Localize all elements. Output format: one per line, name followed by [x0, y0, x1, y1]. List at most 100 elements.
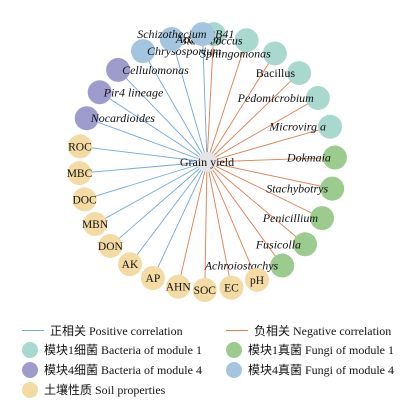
edge-blastococcus [206, 40, 247, 163]
label-ak: AK [122, 259, 139, 271]
label-ec: EC [224, 283, 239, 295]
legend-bacteria-module1-label: 模块1细菌 Bacteria of module 1 [44, 343, 202, 357]
label-pir4: Pir4 lineage [103, 85, 164, 99]
fungi-module1-swatch [226, 341, 242, 358]
node-ph [245, 267, 270, 292]
label-chrysosporium: Chrysosporium [147, 44, 221, 58]
legend-fungi-module1: 模块1真菌 Fungi of module 1 [226, 341, 394, 358]
edge-penicillium [206, 161, 323, 219]
legend-fungi-module1-label: 模块1真菌 Fungi of module 1 [248, 343, 394, 357]
node-ap [140, 266, 165, 291]
node-schizothecium [190, 22, 215, 47]
label-bacillus: Bacillus [256, 66, 296, 80]
label-stachybotrys: Stachybotrys [266, 182, 328, 196]
edge-nocardioides [86, 117, 208, 163]
label-penicillium: Penicillium [262, 211, 319, 225]
edge-sphingomonas [206, 53, 276, 163]
edge-pedomicrobium [206, 97, 319, 163]
label-fusicolla: Fusicolla [255, 237, 301, 251]
edge-schizothecium [202, 34, 208, 163]
positive-line-swatch [22, 330, 44, 331]
legend-negative-label: 负相关 Negative correlation [254, 324, 392, 338]
label-pedomicrobium: Pedomicrobium [237, 91, 315, 105]
node-fusicolla [293, 232, 318, 257]
soil-properties-swatch [22, 381, 38, 398]
node-ak [117, 252, 142, 277]
label-cellulomonas: Cellulomonas [122, 63, 189, 77]
label-ap: AP [146, 273, 161, 285]
legend-soil-properties-label: 土壤性质 Soil properties [44, 383, 166, 397]
edge-ph [206, 161, 258, 281]
label-mbc: MBC [67, 168, 93, 180]
label-schizothecium: Schizothecium [137, 27, 207, 41]
edge-roc [79, 145, 208, 163]
node-layer: RB41BlastococcusSphingomonasBacillusPedo… [67, 22, 347, 302]
edge-fusicolla [206, 161, 306, 245]
edge-mbn [94, 161, 208, 225]
correlation-network: RB41BlastococcusSphingomonasBacillusPedo… [67, 22, 347, 302]
legend-bacteria-module1: 模块1细菌 Bacteria of module 1 [22, 341, 202, 358]
bacteria-module1-swatch [22, 341, 38, 358]
edge-chrysosporium [142, 50, 208, 163]
label-ahn: AHN [166, 282, 192, 294]
label-soc: SOC [194, 285, 217, 297]
center-node [197, 152, 217, 172]
legend: 正相关 Positive correlation 负相关 Negative co… [0, 318, 415, 404]
node-ahn [166, 274, 191, 299]
label-achroiostachys: Achroiostachys [204, 259, 279, 273]
edge-pir4 [99, 91, 208, 163]
edge-doc [84, 161, 208, 200]
bacteria-module4-swatch [22, 361, 38, 378]
node-cellulomonas [106, 57, 131, 82]
node-mbc [67, 161, 92, 186]
edge-don [110, 161, 208, 247]
node-microvirga [318, 114, 343, 139]
node-pir4 [87, 80, 112, 105]
edge-microvirga [206, 126, 331, 163]
edge-dokmaia [206, 157, 335, 163]
legend-positive: 正相关 Positive correlation [22, 322, 183, 339]
legend-bacteria-module4-label: 模块4细菌 Bacteria of module 4 [44, 363, 202, 377]
label-doc: DOC [72, 194, 97, 206]
node-acaulium [159, 26, 184, 51]
label-sphingomonas: Sphingomonas [200, 46, 271, 60]
negative-line-swatch [226, 330, 248, 331]
legend-fungi-module4-label: 模块4真菌 Fungi of module 4 [248, 363, 394, 377]
node-ec [219, 275, 244, 300]
label-mbn: MBN [82, 219, 109, 231]
node-sphingomonas [262, 41, 287, 66]
edge-layer [79, 34, 335, 290]
edge-mbc [79, 161, 208, 174]
edge-ahn [177, 161, 208, 287]
legend-bacteria-module4: 模块4细菌 Bacteria of module 4 [22, 361, 202, 378]
center-label: Grain yield [180, 155, 234, 169]
edge-cellulomonas [117, 69, 208, 163]
node-dokmaia [322, 145, 347, 170]
label-roc: ROC [68, 141, 92, 153]
label-nocardioides: Nocardioides [90, 111, 156, 125]
label-dokmaia: Dokmaia [286, 151, 331, 165]
label-don: DON [98, 241, 124, 253]
edge-stachybotrys [206, 161, 333, 190]
node-nocardioides [74, 106, 99, 131]
node-penicillium [310, 206, 335, 231]
edge-achroiostachys [206, 161, 283, 266]
node-don [98, 233, 123, 258]
node-doc [72, 187, 97, 212]
node-achroiostachys [270, 253, 295, 278]
legend-soil-properties: 土壤性质 Soil properties [22, 381, 165, 398]
edge-soc [204, 161, 208, 290]
node-soc [192, 277, 217, 302]
label-ph: pH [250, 275, 264, 287]
node-chrysosporium [131, 39, 155, 64]
legend-negative: 负相关 Negative correlation [226, 322, 391, 339]
node-pedomicrobium [305, 86, 330, 110]
edge-ec [206, 161, 232, 288]
label-microvirga: Microvirg a [268, 120, 326, 134]
node-bacillus [287, 61, 312, 86]
edge-ap [152, 161, 208, 279]
edge-ak [129, 161, 208, 265]
node-blastococcus [234, 28, 259, 53]
edge-acaulium [171, 38, 208, 163]
fungi-module4-swatch [226, 361, 242, 378]
